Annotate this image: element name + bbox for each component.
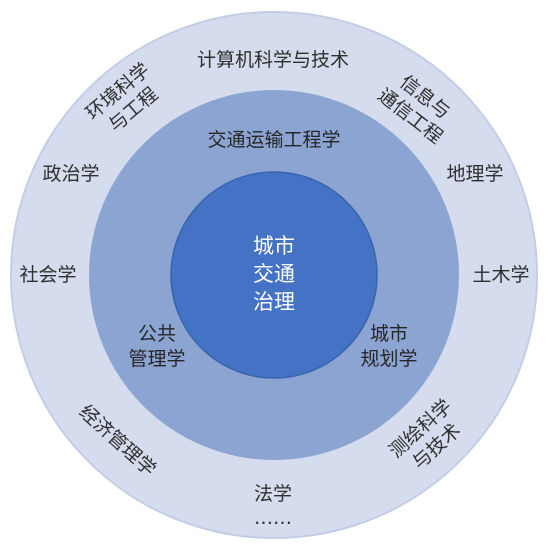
outer-label-politics: 政治学 — [42, 163, 99, 185]
middle-label-transport-engineering: 交通运输工程学 — [207, 129, 340, 151]
middle-label-public-admin-line-1: 公共 — [138, 323, 176, 345]
outer-label-law: 法学 — [254, 483, 292, 505]
outer-label-ellipsis: …… — [254, 507, 292, 529]
core-label-line-2: 交通 — [253, 262, 295, 286]
middle-label-urban-planning-line-1: 城市 — [370, 323, 408, 345]
core-label-line-1: 城市 — [253, 234, 295, 258]
outer-label-computer-science: 计算机科学与技术 — [197, 49, 349, 71]
core-label-line-3: 治理 — [253, 290, 295, 314]
middle-label-public-admin-line-2: 管理学 — [128, 348, 185, 370]
outer-label-geography: 地理学 — [446, 163, 503, 185]
outer-label-sociology: 社会学 — [19, 264, 76, 286]
core-circle — [170, 171, 378, 379]
outer-label-civil-engineering: 土木学 — [472, 264, 529, 286]
middle-label-urban-planning-line-2: 规划学 — [360, 348, 417, 370]
